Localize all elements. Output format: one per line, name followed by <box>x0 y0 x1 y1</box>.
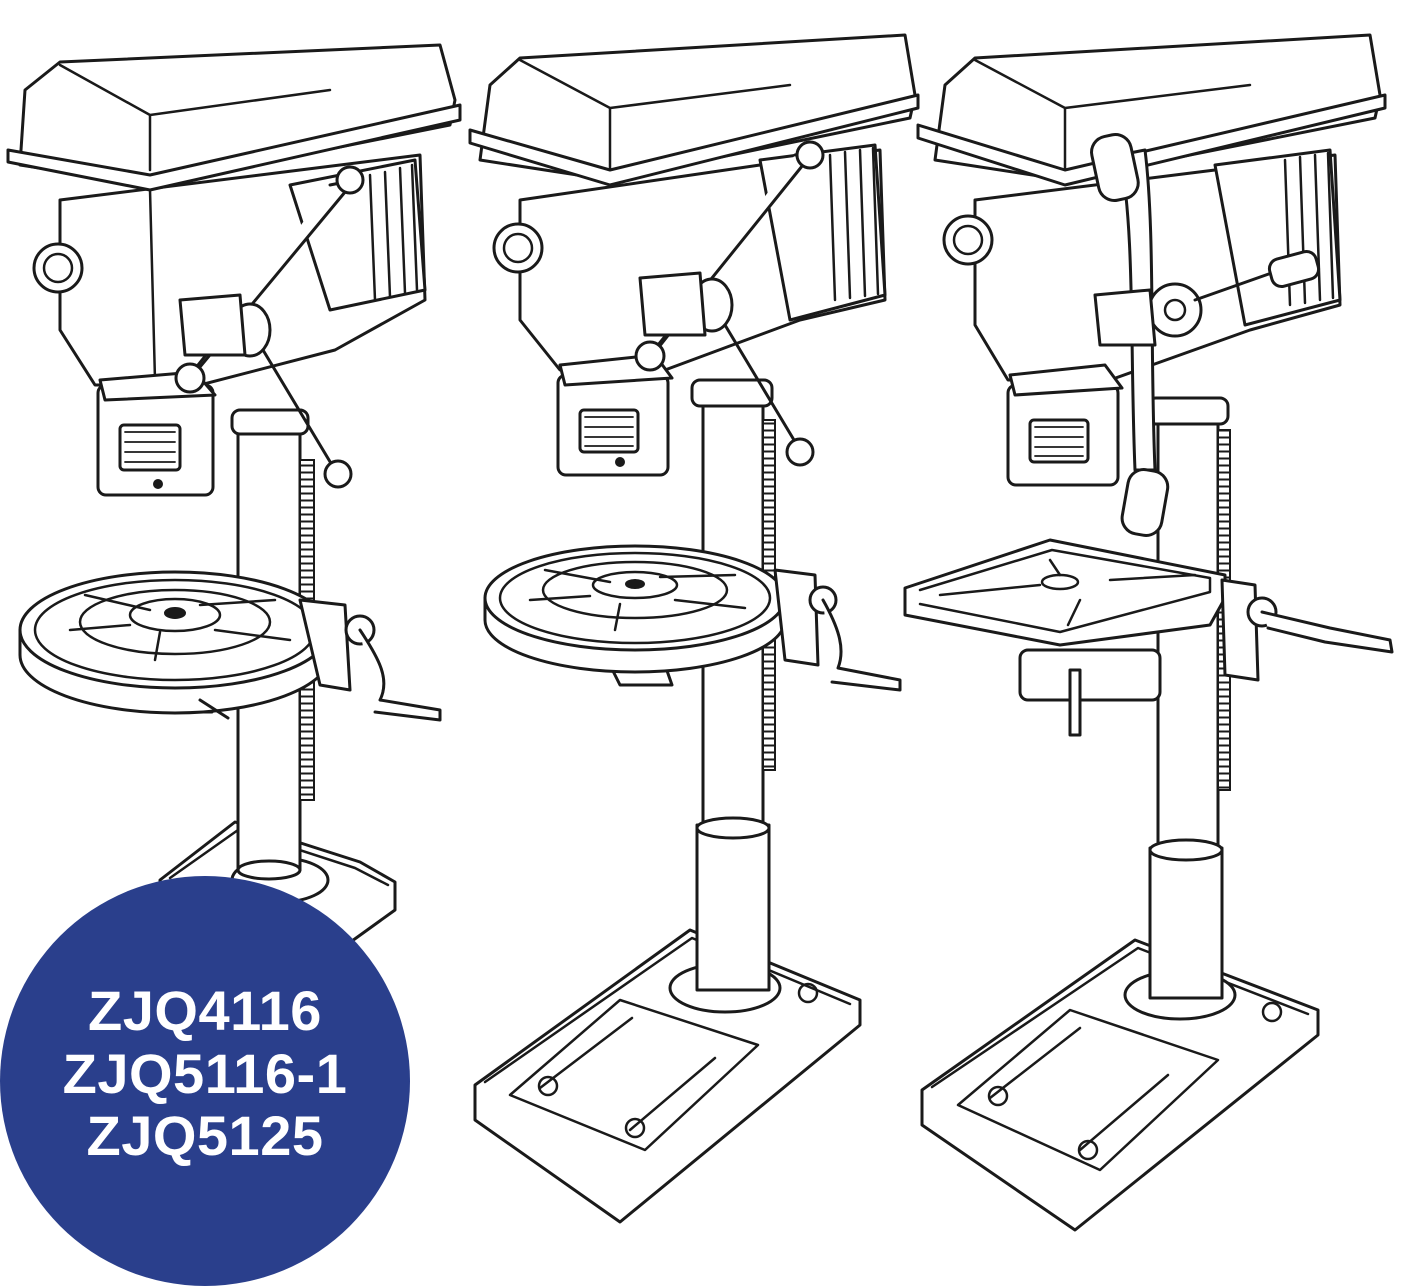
model-label-1: ZJQ4116 <box>88 978 322 1042</box>
model-label-2: ZJQ5116-1 <box>62 1041 348 1105</box>
column-2 <box>668 378 782 1014</box>
drill-press-1 <box>6 43 462 1002</box>
base-plate-2 <box>473 928 862 1224</box>
model-badge: ZJQ4116 ZJQ5116-1 ZJQ5125 <box>0 876 410 1286</box>
base-plate-3 <box>920 938 1320 1232</box>
model-label-3: ZJQ5125 <box>86 1104 324 1168</box>
head-2 <box>468 33 920 477</box>
work-table-2 <box>483 544 902 692</box>
head-3 <box>916 33 1387 537</box>
work-table-1 <box>18 570 442 722</box>
drill-press-3 <box>903 33 1394 1232</box>
work-table-3 <box>903 538 1394 737</box>
drill-press-2 <box>468 33 920 1224</box>
head-1 <box>6 43 462 497</box>
